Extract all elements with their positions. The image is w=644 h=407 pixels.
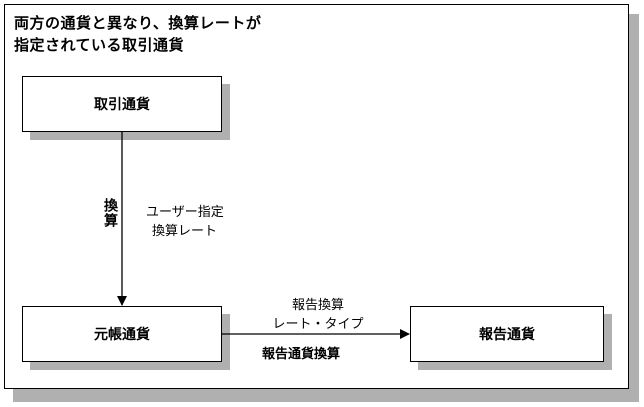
transaction-currency-node: 取引通貨: [22, 76, 222, 132]
transaction-currency-label: 取引通貨: [94, 97, 150, 113]
reporting-currency-node: 報告通貨: [410, 306, 604, 362]
user-rate-line-2: 換算レート: [152, 224, 218, 239]
diagram-title: 両方の通貨と異なり、換算レートが 指定されている取引通貨: [14, 12, 261, 56]
title-line-2: 指定されている取引通貨: [14, 36, 185, 54]
report-conversion-label: 報告通貨換算: [262, 347, 341, 362]
user-rate-line-1: ユーザー指定: [146, 205, 224, 220]
report-rate-line-1: 報告換算: [291, 298, 344, 313]
user-rate-label: ユーザー指定 換算レート: [146, 203, 224, 241]
conversion-vertical-label: 換算: [102, 198, 118, 228]
title-line-1: 両方の通貨と異なり、換算レートが: [14, 14, 262, 32]
report-rate-label: 報告換算 レート・タイプ: [248, 296, 388, 334]
ledger-currency-label: 元帳通貨: [94, 327, 150, 343]
report-rate-line-2: レート・タイプ: [272, 317, 364, 332]
ledger-currency-node: 元帳通貨: [22, 306, 222, 362]
reporting-currency-label: 報告通貨: [479, 327, 535, 343]
